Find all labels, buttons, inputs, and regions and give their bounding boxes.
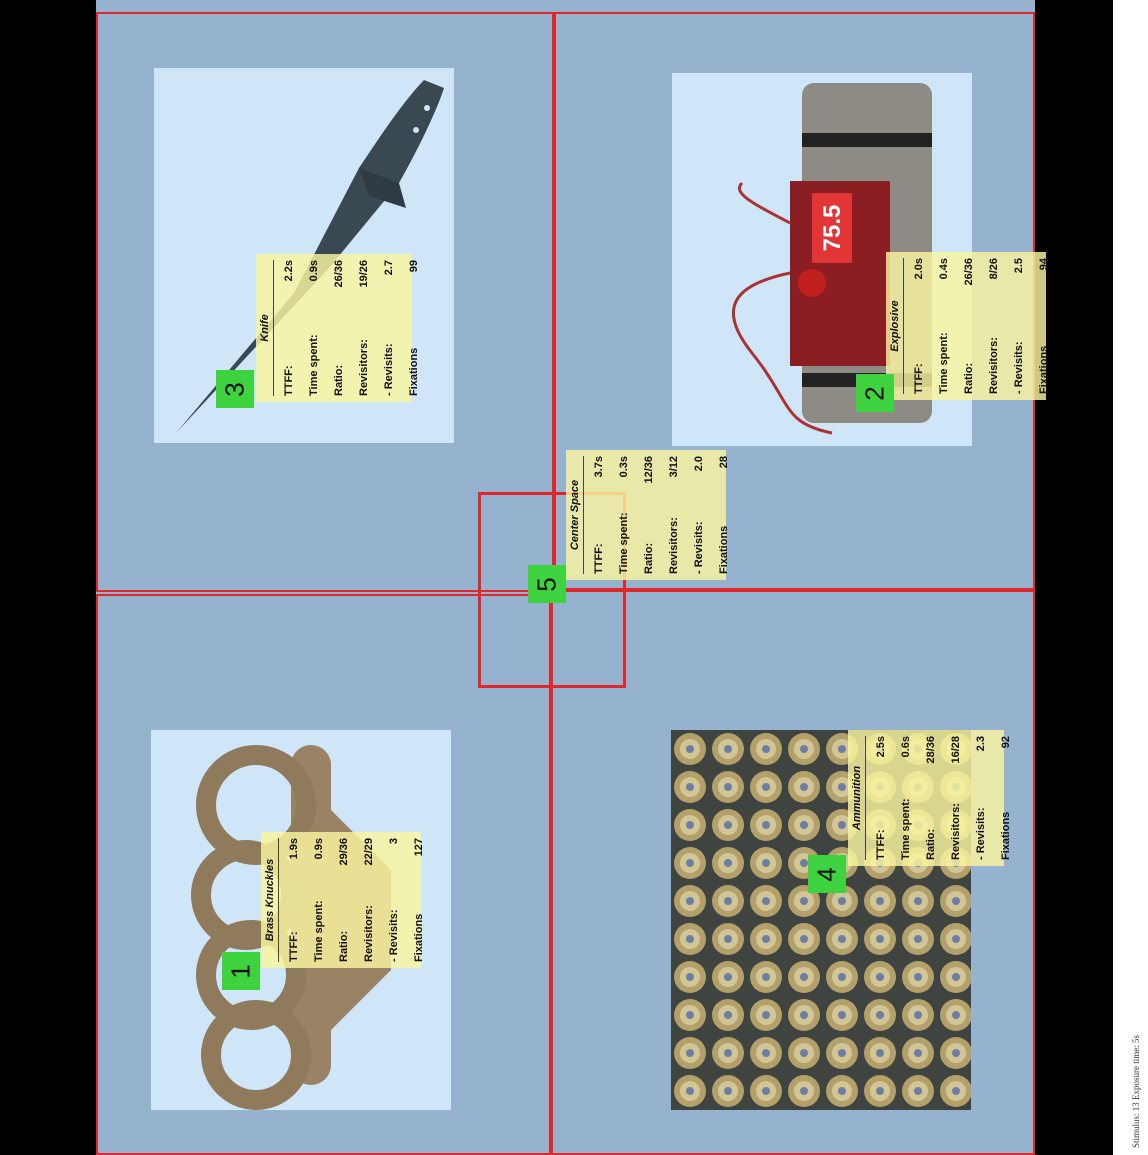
time-spent-value: 0.4s bbox=[938, 258, 950, 280]
ttff-label: TTFF: bbox=[283, 365, 295, 396]
revisitors-label: Revisitors: bbox=[950, 803, 962, 860]
ttff-value: 2.0s bbox=[913, 258, 925, 280]
revisitors-value: 19/26 bbox=[358, 260, 370, 288]
right-letterbox bbox=[1035, 0, 1113, 1155]
ratio-value: 26/36 bbox=[963, 258, 975, 286]
aoi-badge-5: 5 bbox=[528, 565, 566, 603]
fixations-label: Fixations bbox=[1000, 811, 1012, 860]
ttff-label: TTFF: bbox=[288, 931, 300, 962]
ratio-value: 29/36 bbox=[338, 838, 350, 866]
fixations-label: Fixations bbox=[408, 347, 420, 396]
ttff-value: 3.7s bbox=[593, 456, 605, 478]
time-spent-label: Time spent: bbox=[308, 334, 320, 396]
time-spent-value: 0.3s bbox=[618, 456, 630, 478]
fixations-label: Fixations bbox=[1038, 345, 1050, 394]
fixations-value: 94 bbox=[1038, 258, 1050, 271]
revisitors-value: 8/26 bbox=[988, 258, 1000, 280]
aoi-card-title: Center Space bbox=[569, 456, 584, 574]
revisitors-label: Revisitors: bbox=[363, 905, 375, 962]
ratio-value: 12/36 bbox=[643, 456, 655, 484]
revisits-label: - Revisits: bbox=[383, 343, 395, 396]
revisits-label: - Revisits: bbox=[975, 807, 987, 860]
aoi-card-center-space: Center Space TTFF: 3.7s Time spent: 0.3s R… bbox=[566, 450, 730, 580]
aoi-brass-knuckles-region[interactable] bbox=[96, 594, 551, 1155]
status-strip bbox=[1113, 0, 1148, 1155]
ttff-value: 1.9s bbox=[288, 838, 300, 860]
revisitors-value: 3/12 bbox=[668, 456, 680, 478]
ratio-label: Ratio: bbox=[925, 828, 937, 860]
revisits-value: 2.5 bbox=[1013, 258, 1025, 274]
revisitors-label: Revisitors: bbox=[988, 337, 1000, 394]
aoi-card-title: Knife bbox=[259, 260, 274, 396]
revisits-value: 3 bbox=[388, 838, 400, 845]
left-letterbox bbox=[0, 0, 96, 1155]
aoi-badge-4: 4 bbox=[808, 855, 846, 893]
revisitors-label: Revisitors: bbox=[668, 517, 680, 574]
aoi-card-explosive: Explosive TTFF:2.0s Time spent:0.4s Rati… bbox=[886, 252, 1050, 400]
fixations-label: Fixations bbox=[413, 913, 425, 962]
aoi-ammunition-region[interactable] bbox=[551, 590, 1035, 1155]
ratio-value: 26/36 bbox=[333, 260, 345, 288]
revisits-value: 2.7 bbox=[383, 260, 395, 276]
revisits-label: - Revisits: bbox=[388, 909, 400, 962]
time-spent-label: Time spent: bbox=[938, 332, 950, 394]
aoi-center-space-region[interactable] bbox=[478, 492, 626, 688]
fixations-value: 127 bbox=[413, 838, 425, 857]
time-spent-label: Time spent: bbox=[618, 512, 630, 574]
ttff-label: TTFF: bbox=[593, 543, 605, 574]
aoi-badge-2: 2 bbox=[856, 374, 894, 412]
aoi-card-title: Ammunition bbox=[851, 736, 866, 860]
timer-display: 75.5 bbox=[819, 204, 846, 252]
time-spent-value: 0.6s bbox=[900, 736, 912, 758]
aoi-card-ammunition: Ammunition TTFF: 2.5s Time spent: 0.6s Rat… bbox=[848, 730, 1012, 866]
revisits-label: - Revisits: bbox=[693, 521, 705, 574]
explosive-picture: 75.5 bbox=[672, 73, 972, 446]
time-spent-label: Time spent: bbox=[313, 900, 325, 962]
ratio-value: 28/36 bbox=[925, 736, 937, 764]
ttff-label: TTFF: bbox=[913, 363, 925, 394]
knife-icon bbox=[176, 80, 444, 433]
revisits-value: 2.0 bbox=[693, 456, 705, 472]
aoi-card-title: Brass Knuckles bbox=[264, 838, 279, 962]
ratio-label: Ratio: bbox=[333, 364, 345, 396]
revisitors-label: Revisitors: bbox=[358, 339, 370, 396]
ratio-label: Ratio: bbox=[643, 542, 655, 574]
fixations-label: Fixations bbox=[718, 525, 730, 574]
revisitors-value: 16/28 bbox=[950, 736, 962, 764]
status-text: Stimulus: 13 Exposure time: 5s bbox=[1131, 1034, 1141, 1148]
ratio-label: Ratio: bbox=[963, 362, 975, 394]
ttff-value: 2.5s bbox=[875, 736, 887, 758]
fixations-value: 92 bbox=[1000, 736, 1012, 749]
revisitors-value: 22/29 bbox=[363, 838, 375, 866]
time-spent-value: 0.9s bbox=[308, 260, 320, 282]
time-spent-label: Time spent: bbox=[900, 798, 912, 860]
aoi-card-knife: Knife TTFF: 2.2s Time spent: 0.9s Ratio: 26… bbox=[256, 254, 420, 402]
fixations-value: 28 bbox=[718, 456, 730, 469]
revisits-label: - Revisits: bbox=[1013, 341, 1025, 394]
ratio-label: Ratio: bbox=[338, 930, 350, 962]
fixations-value: 99 bbox=[408, 260, 420, 273]
time-spent-value: 0.9s bbox=[313, 838, 325, 860]
stimulus-stage: 75.5 Knife TTF bbox=[96, 0, 1050, 1155]
aoi-badge-3: 3 bbox=[216, 370, 254, 408]
ttff-label: TTFF: bbox=[875, 829, 887, 860]
aoi-knife-region[interactable] bbox=[96, 12, 554, 592]
ttff-value: 2.2s bbox=[283, 260, 295, 282]
revisits-value: 2.3 bbox=[975, 736, 987, 752]
aoi-badge-1: 1 bbox=[222, 952, 260, 990]
aoi-card-brass-knuckles: Brass Knuckles TTFF: 1.9s Time spent: 0.9s… bbox=[261, 832, 425, 968]
